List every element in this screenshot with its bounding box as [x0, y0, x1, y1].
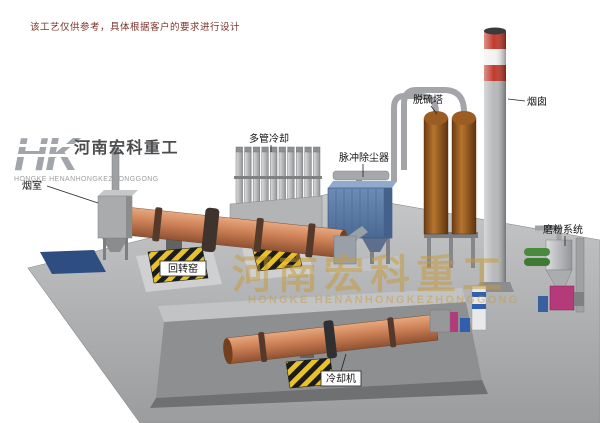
label-box-cooling-machine [320, 370, 362, 387]
logo-company-cn: 河南宏科重工 [74, 138, 179, 157]
smoke-chamber-unit [97, 147, 138, 260]
label-cooling-machine: 冷却机 [326, 372, 356, 385]
cooler-tubes [235, 146, 321, 205]
green-pipe [524, 248, 550, 256]
label-multi-tube-cooler: 多管冷却 [249, 132, 289, 145]
chimney-base-equipment [444, 285, 487, 332]
kiln-tire-ring [253, 217, 264, 253]
cyclone-cone [545, 269, 573, 297]
blue-foundation-mat [40, 250, 106, 274]
logo-stripe [12, 144, 74, 147]
chimney [476, 27, 514, 292]
cooling-machine [223, 314, 439, 365]
equipment-labels: 烟室 回转窑 多管冷却 脉冲除尘器 脱硫塔 烟囱 磨粉系统 冷却机 [22, 93, 583, 387]
cyclone-body [545, 239, 573, 271]
pulse-dust-collector [326, 170, 402, 274]
cooler-tire-ring [258, 332, 268, 363]
label-box-rotary-kiln [159, 260, 207, 277]
center-watermark: 河南宏科重工 HONGKE HENANHONGKEZHONGGONG [232, 253, 519, 306]
kiln-tire-ring [305, 223, 316, 258]
leader-line [46, 185, 99, 204]
disclaimer-text: 该工艺仅供参考，具体根据客户的要求进行设计 [30, 21, 240, 33]
pulse-manifold [332, 170, 390, 181]
magenta-unit [549, 285, 575, 311]
leader-line [182, 246, 199, 262]
kiln-tire-ring [152, 207, 163, 242]
label-smoke-chamber: 烟室 [22, 179, 42, 192]
blue-unit [538, 296, 548, 312]
support-roller [166, 239, 182, 252]
kiln-hood [333, 226, 368, 265]
kiln-girth-gear [201, 207, 220, 253]
green-pipe [524, 258, 550, 266]
leader-line [340, 353, 347, 372]
leader-line [507, 98, 526, 102]
logo-company-en: HONGKE HENANHONGKEZHONGGONG [14, 176, 159, 183]
cooler-drive-ring [323, 320, 338, 359]
company-logo: HK 河南宏科重工 HONGKE HENANHONGKEZHONGGONG [12, 128, 179, 183]
motor [574, 292, 584, 306]
logo-stripe [12, 154, 74, 157]
grinding-system [524, 225, 585, 313]
label-desulfurization-tower: 脱硫塔 [413, 93, 443, 106]
label-rotary-kiln: 回转窑 [168, 262, 198, 275]
tower-pipes [391, 87, 467, 182]
cooler-tire-ring [387, 317, 397, 348]
watermark-company-cn: 河南宏科重工 [232, 253, 508, 297]
watermark-company-en: HONGKE HENANHONGKEZHONGGONG [248, 294, 519, 306]
desulfurization-towers [423, 111, 478, 268]
label-grinding-system: 磨粉系统 [543, 223, 583, 236]
cooler-discharge-box [429, 309, 451, 333]
label-chimney: 烟囱 [527, 95, 547, 108]
label-pulse-dust-collector: 脉冲除尘器 [339, 151, 389, 164]
leader-line [430, 105, 438, 115]
